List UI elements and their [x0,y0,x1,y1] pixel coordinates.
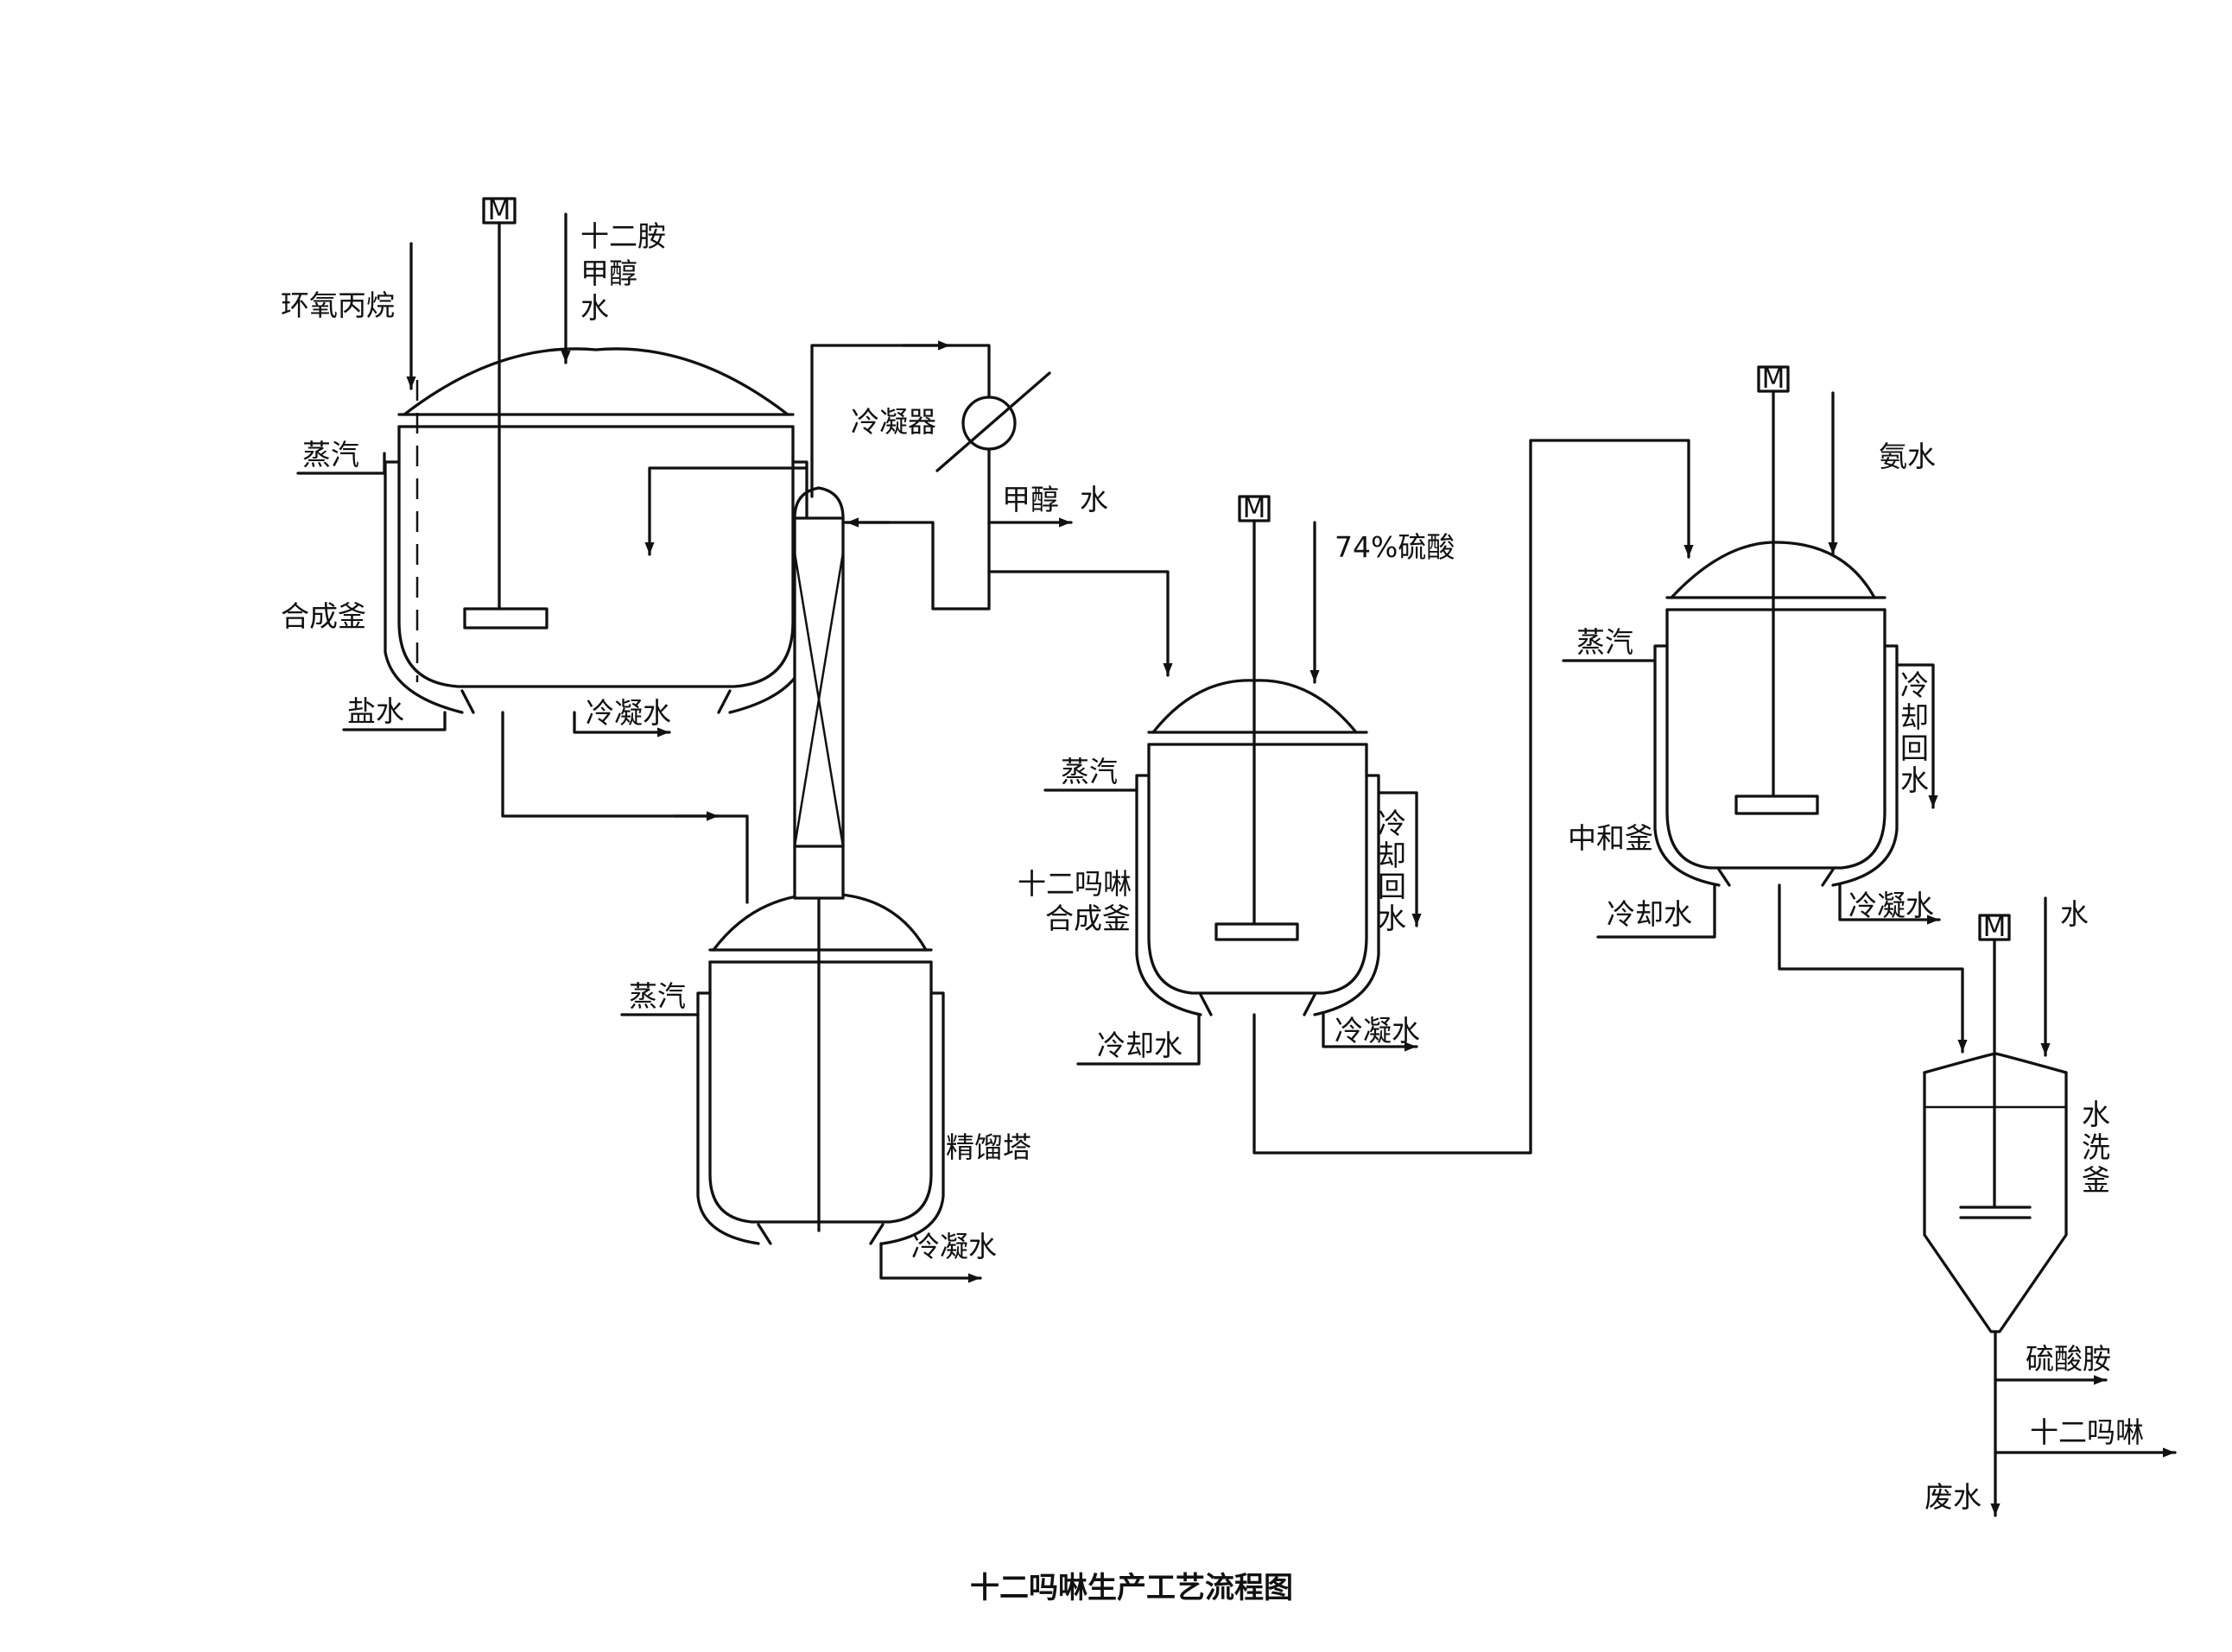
distillation-tower [696,486,945,1245]
condenser [935,371,1051,472]
steam-label-1: 蒸汽 [302,438,359,472]
morpholine-kettle-label-line2: 合成釜 [1045,902,1131,935]
steam-label-3: 蒸汽 [1061,755,1118,788]
morpholine-kettle-motor-label: M [1243,493,1266,524]
condensate-label-3: 冷凝水 [1335,1014,1420,1048]
condenser-to-kettle3-line [987,570,1173,677]
condensate-label-1: 冷凝水 [586,696,671,730]
cooling-return-3-char-4: 水 [1378,902,1406,935]
cooling-water-inlet-3 [1076,1013,1201,1066]
ammonia-label: 氨水 [1879,440,1936,473]
kettle3-to-neutralization-line [1252,439,1694,1155]
synthesis-kettle-motor-label: M [488,195,511,226]
morpholine-kettle-label-line1: 十二吗啉 [1018,867,1132,901]
wash-kettle: M [1923,912,2068,1333]
cooling-return-3 [1377,791,1422,927]
vapor-line [810,344,991,498]
dodecylamine-label: 十二胺 [580,219,666,253]
cooling-return-4-char-2: 却 [1900,700,1929,734]
condensate-drop-line [841,447,991,611]
cooling-return-3-char-2: 却 [1378,839,1406,872]
brine-line [342,711,447,731]
steam-inlet-1 [296,452,386,475]
morpholine-synthesis-kettle: M [1135,493,1380,1016]
water-feed-label: 水 [580,291,609,325]
condensate-outlet-3 [1322,1013,1418,1052]
cooling-return-3-char-1: 冷 [1378,807,1406,840]
neutralization-kettle-motor-label: M [1762,364,1785,395]
steam-label-4: 蒸汽 [1576,625,1633,659]
cooling-water-label-3: 冷却水 [1097,1029,1183,1062]
cooling-return-4-char-4: 水 [1900,763,1929,797]
cooling-water-inlet-4 [1596,883,1716,939]
condensate-label-2: 冷凝水 [911,1230,997,1263]
water-label-condenser: 水 [1080,483,1108,516]
neutralization-to-wash-line [1778,883,1968,1054]
condensate-outlet-4 [1838,883,1941,925]
sulfuric-acid-label: 74%硫酸 [1335,530,1455,564]
cooling-return-4-char-1: 冷 [1900,668,1929,702]
condenser-label: 冷凝器 [851,405,936,439]
wash-kettle-char-1: 水 [2082,1098,2110,1131]
wash-kettle-motor-label: M [1983,912,2007,943]
ammonium-sulfate-label: 硫酸胺 [2026,1342,2111,1376]
steam-label-2: 蒸汽 [629,979,686,1013]
water-feed-label-5: 水 [2060,897,2089,931]
wash-kettle-char-3: 釜 [2082,1163,2110,1197]
diagram-caption: 十二吗啉生产工艺流程图 [970,1571,1293,1605]
methanol-label: 甲醇 [1002,483,1059,516]
waste-water-label: 废水 [1924,1480,1982,1514]
kettle1-to-tower-line [501,711,749,904]
methanol-feed-label: 甲醇 [580,256,637,290]
cooling-return-4-char-3: 回 [1900,731,1929,765]
vessel1-right-outlet [644,466,808,556]
brine-label: 盐水 [347,694,404,728]
neutralization-kettle: M [1653,364,1899,887]
condensate-label-4: 冷凝水 [1848,889,1934,922]
condensate-outlet-1 [573,711,671,737]
neutralization-kettle-label: 中和釜 [1568,821,1653,855]
epoxypropane-label: 环氧丙烷 [281,288,395,322]
cooling-water-label-4: 冷却水 [1607,897,1692,931]
product-label: 十二吗啉 [2030,1415,2144,1449]
distillation-tower-label: 精馏塔 [946,1130,1031,1164]
cooling-return-3-char-3: 回 [1378,870,1406,903]
wash-kettle-char-2: 洗 [2082,1130,2110,1164]
synthesis-kettle-label: 合成釜 [281,599,366,633]
cooling-return-4 [1895,663,1938,809]
condensate-outlet-2 [879,1242,982,1283]
